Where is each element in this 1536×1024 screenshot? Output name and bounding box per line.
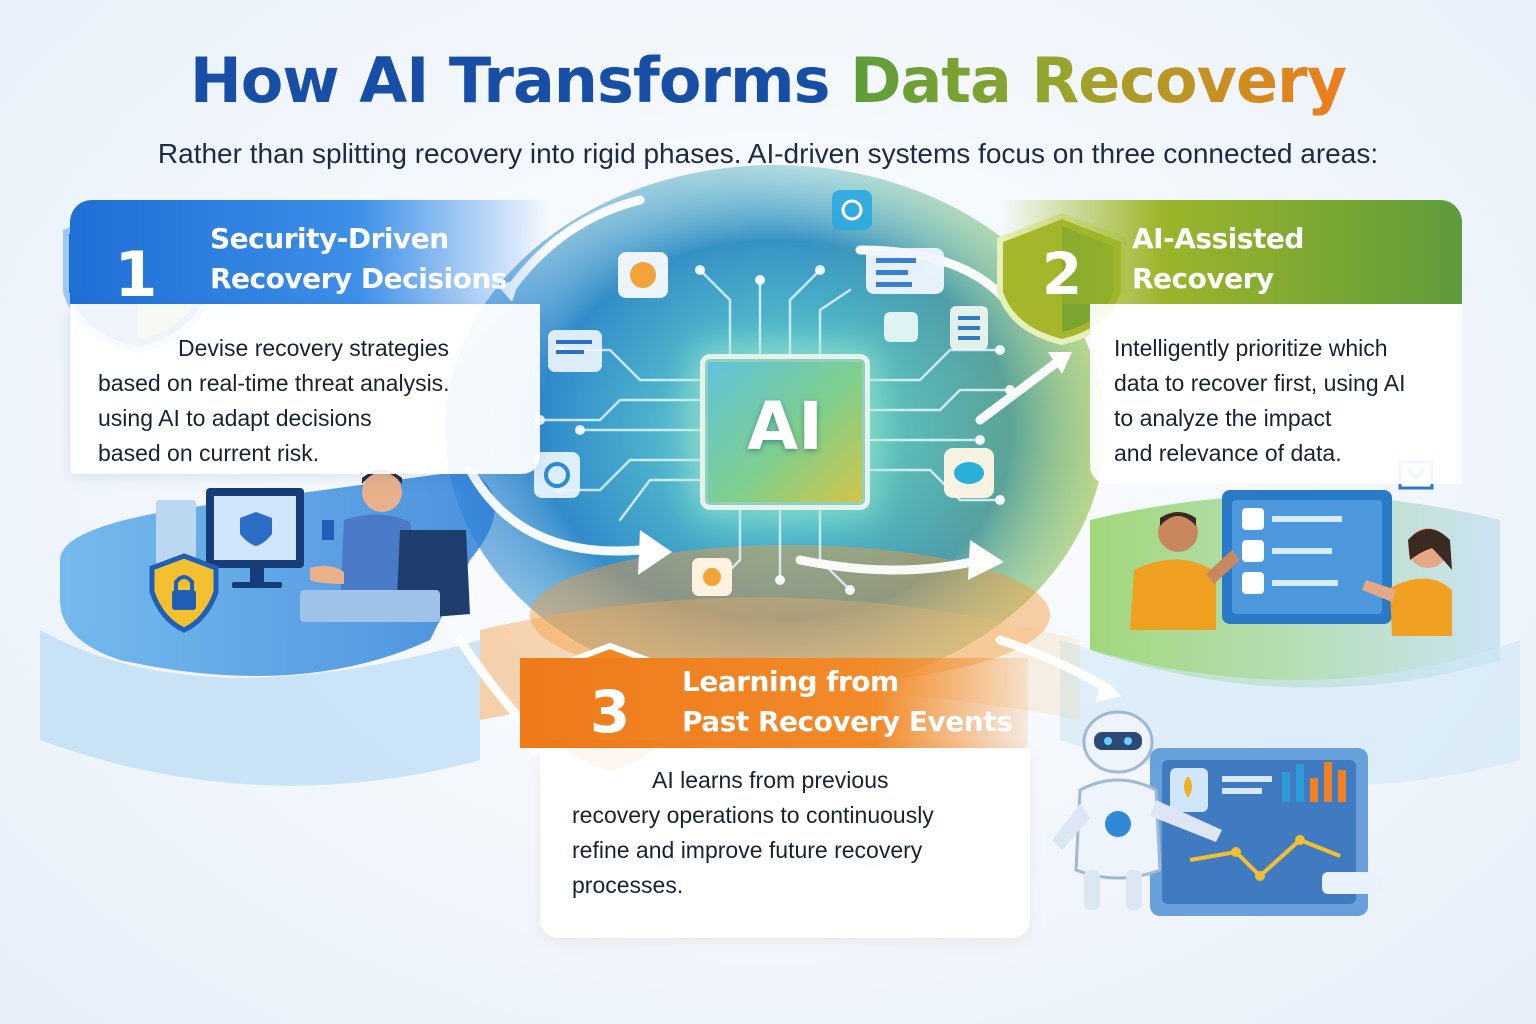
area-2-badge: 2 — [1042, 240, 1082, 308]
title-part-1: How AI Transforms — [189, 44, 831, 117]
page-subtitle: Rather than splitting recovery into rigi… — [157, 138, 1379, 169]
area-2-desc-line-3: to analyze the impact — [1114, 405, 1332, 431]
shield-lock-icon — [149, 553, 219, 633]
area-3-description: AI learns from previous recovery operati… — [572, 763, 1022, 903]
checklist-icon — [1222, 460, 1434, 624]
area-3-badge: 3 — [590, 678, 630, 746]
area-2-number: 2 — [1042, 240, 1082, 308]
bar-chart-icon — [1150, 748, 1382, 916]
title-part-2: Data Recovery — [850, 44, 1347, 117]
area-1-title: Security-Driven Recovery Decisions — [210, 219, 540, 299]
area-3-number: 3 — [590, 678, 630, 746]
area-1-card — [70, 304, 540, 474]
area-1-desc-line-3: using AI to adapt decisions — [98, 405, 372, 431]
ai-chip-label: AI — [747, 388, 823, 465]
robot-icon — [1052, 710, 1222, 910]
area-3-header-bar — [520, 658, 1028, 748]
area-1-title-line-2: Recovery Decisions — [210, 262, 507, 295]
area-1-desc-line-4: based on current risk. — [98, 440, 320, 466]
area-3-desc-line-2: recovery operations to continuously — [572, 802, 934, 828]
area-1-description: Devise recovery strategies based on real… — [98, 331, 538, 471]
area-1-title-line-1: Security-Driven — [210, 222, 449, 255]
area-2-header-bar — [1000, 200, 1462, 304]
area-3-desc-line-1: AI learns from previous — [652, 767, 889, 793]
area-2-desc-line-1: Intelligently prioritize which — [1114, 335, 1388, 361]
area-2-card — [1090, 304, 1462, 484]
ai-chip — [700, 354, 870, 510]
area-2-desc-line-2: data to recover first, using AI — [1114, 370, 1406, 396]
area-1-header-bar — [70, 200, 550, 304]
area-1-desc-line-1: Devise recovery strategies — [178, 335, 449, 361]
area-3-title: Learning from Past Recovery Events — [682, 662, 1022, 742]
area-1-desc-line-2: based on real-time threat analysis. — [98, 370, 450, 396]
area-1-number: 1 — [114, 238, 157, 311]
area-3-desc-line-3: refine and improve future recovery — [572, 837, 923, 863]
page-title: How AI Transforms Data Recovery — [0, 44, 1536, 117]
area-1-badge: 1 — [114, 238, 157, 311]
area-2-desc-line-4: and relevance of data. — [1114, 440, 1342, 466]
area-3-title-line-1: Learning from — [682, 665, 899, 698]
area-2-title-line-1: AI-Assisted — [1132, 222, 1304, 255]
area-2-description: Intelligently prioritize which data to r… — [1114, 331, 1454, 471]
area-3-title-line-2: Past Recovery Events — [682, 705, 1013, 738]
area-3-desc-line-4: processes. — [572, 872, 684, 898]
area-3-card — [540, 748, 1030, 938]
